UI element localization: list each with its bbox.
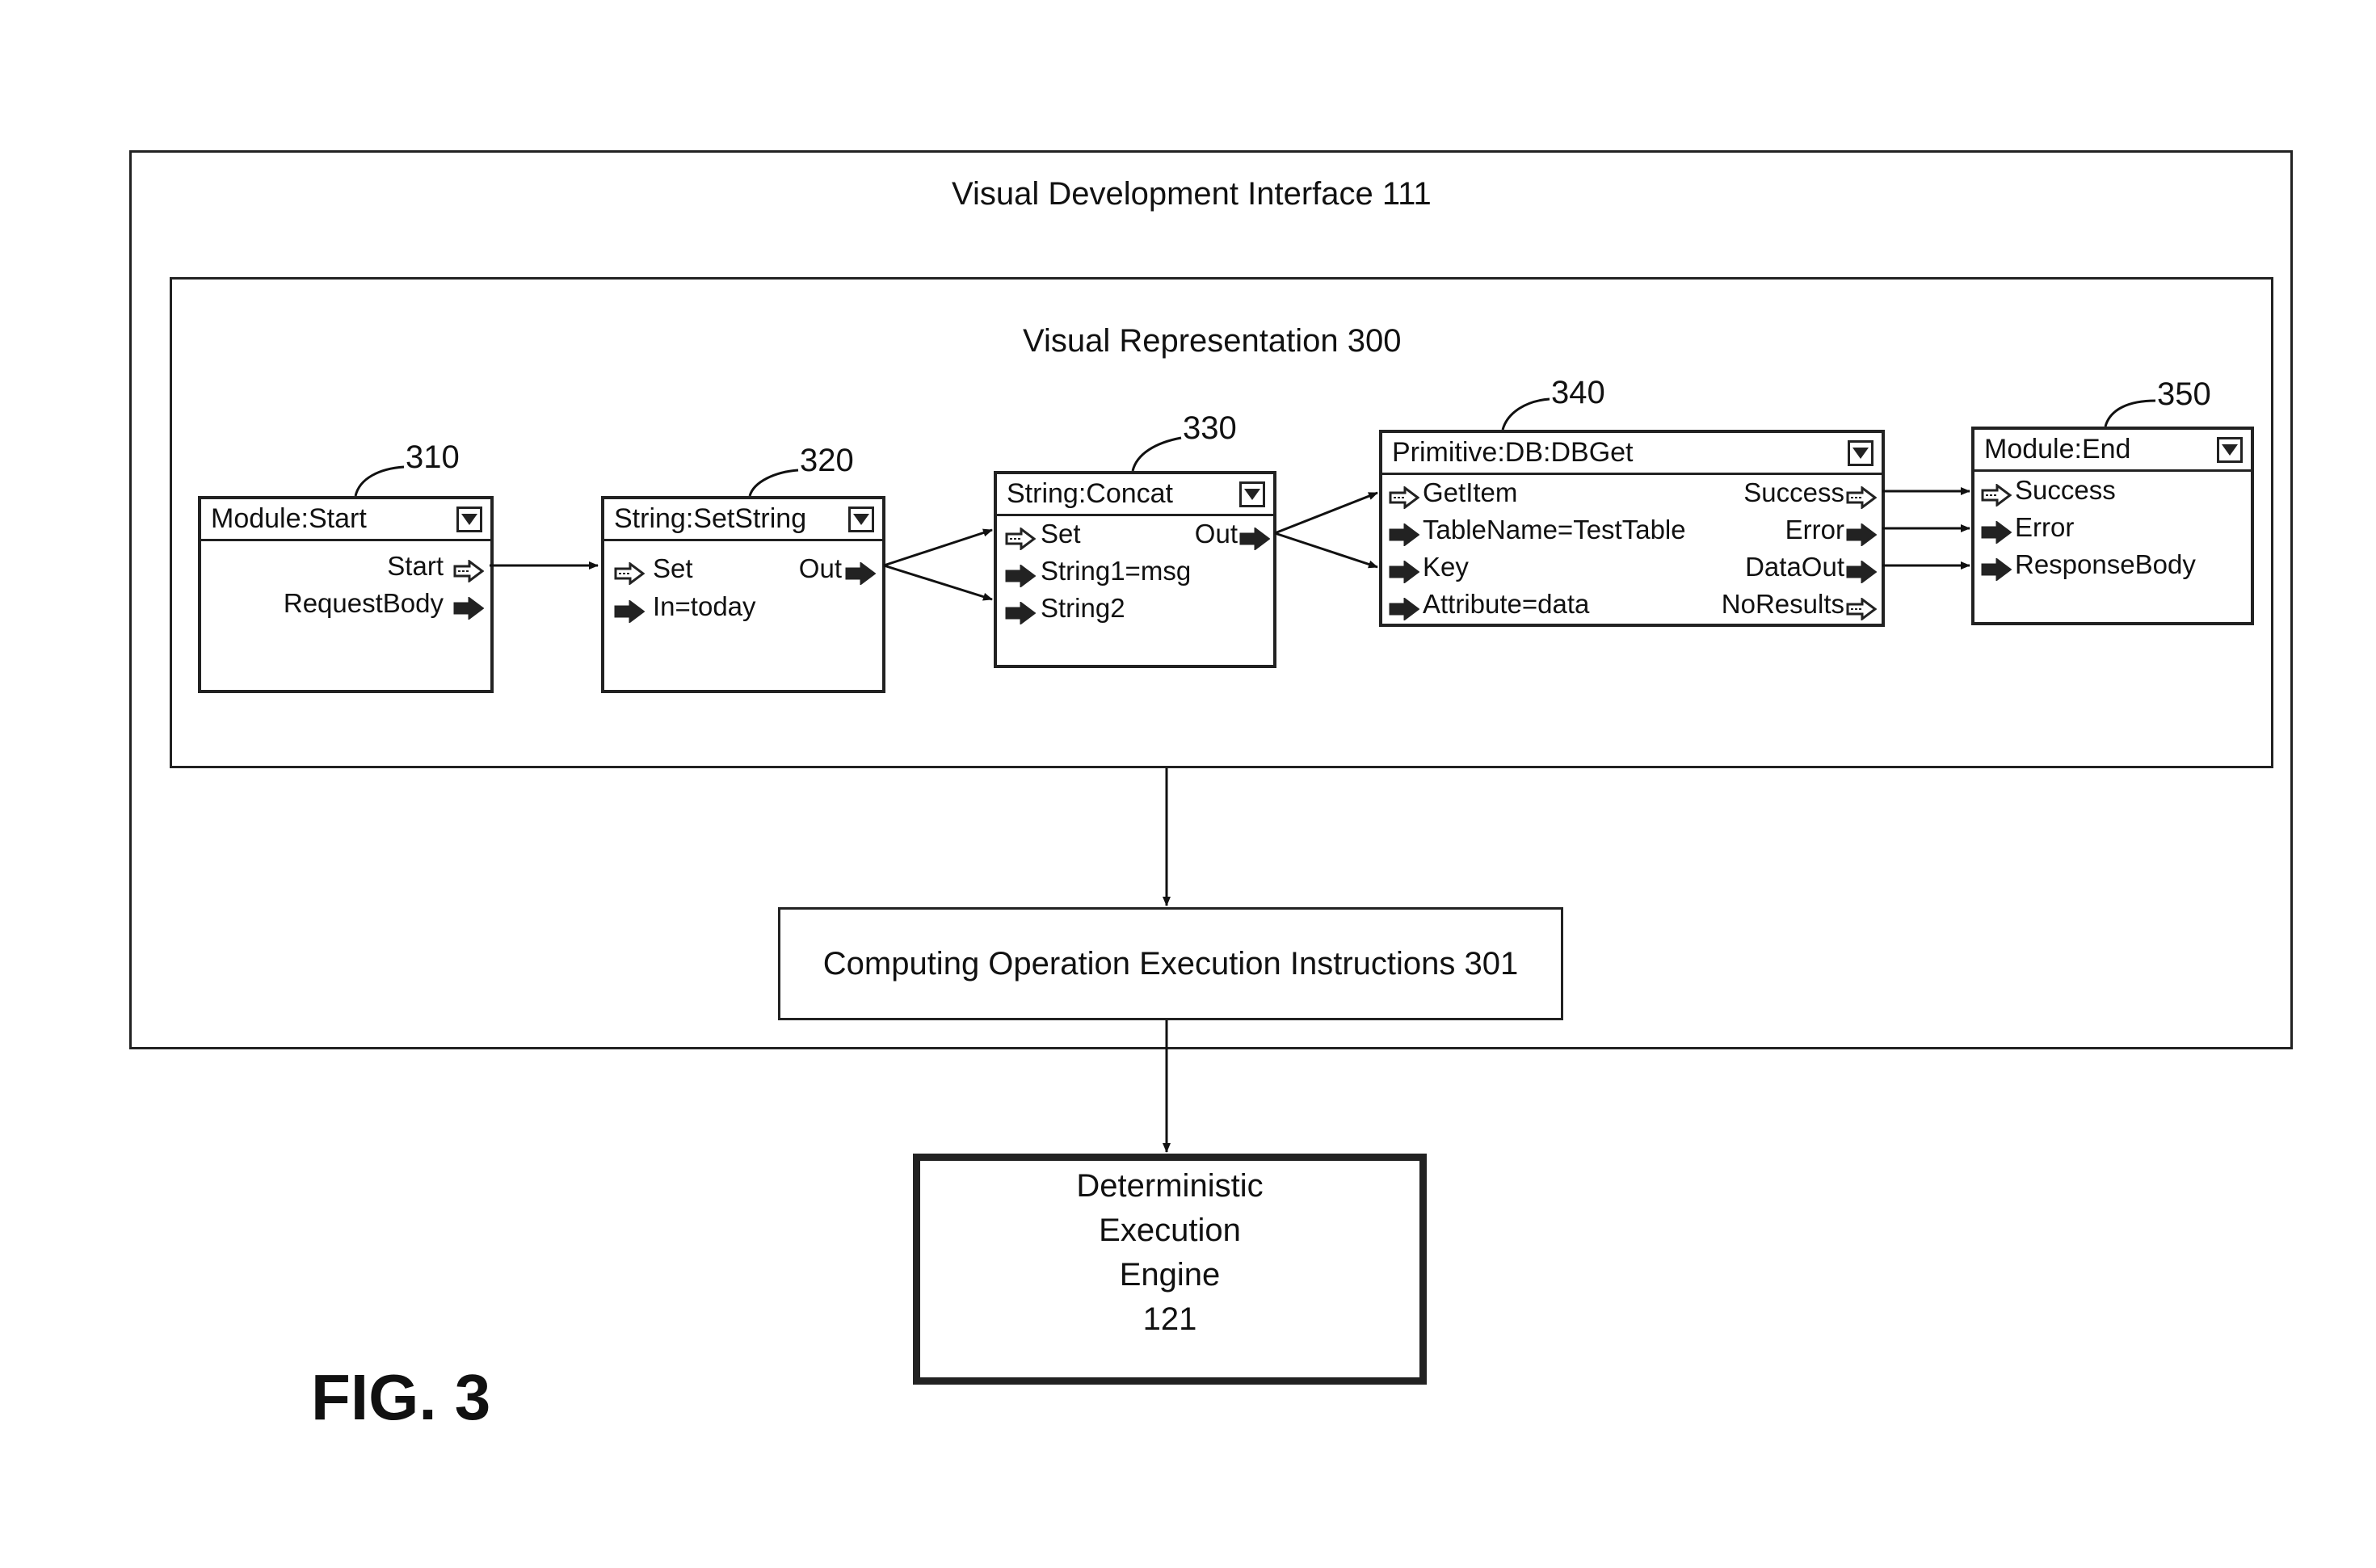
leader-320 xyxy=(750,470,798,496)
leader-330 xyxy=(1133,438,1181,471)
leader-350 xyxy=(2105,401,2155,427)
leader-340 xyxy=(1503,399,1550,430)
leader-310 xyxy=(355,467,404,496)
wire-out-to-concat-string2 xyxy=(884,565,992,599)
wire-out-to-concat-set xyxy=(884,530,992,565)
wire-concat-to-key xyxy=(1275,533,1377,567)
wire-concat-to-getitem xyxy=(1275,493,1377,533)
